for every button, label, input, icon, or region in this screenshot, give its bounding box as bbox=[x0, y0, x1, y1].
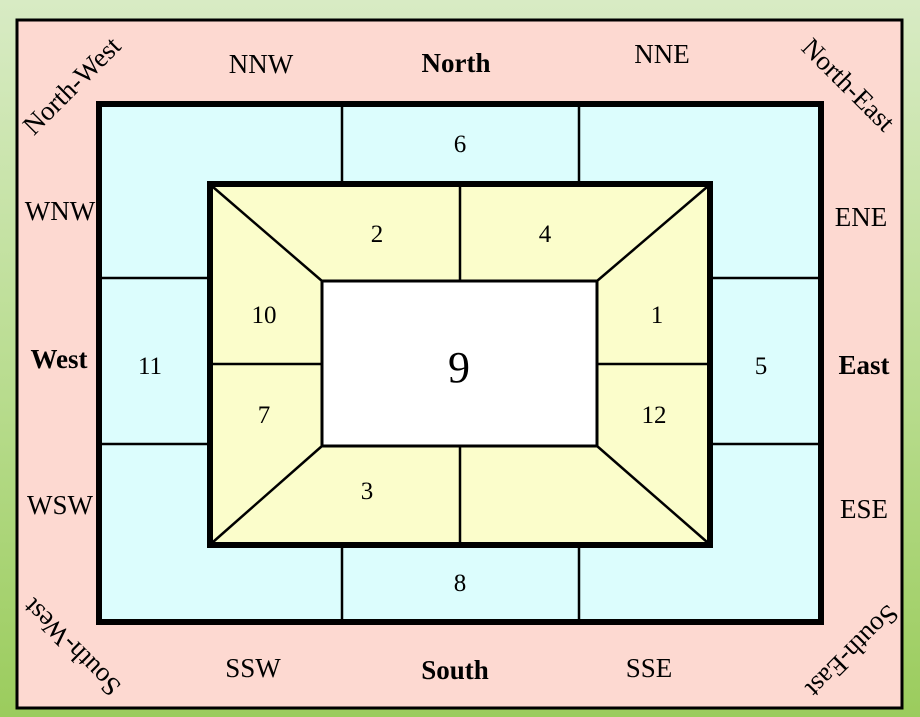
label-wsw: WSW bbox=[27, 490, 94, 520]
cell-top-middle: 6 bbox=[454, 131, 467, 158]
cell-bottom-middle: 8 bbox=[454, 570, 467, 597]
cell-inner-top-left: 2 bbox=[371, 221, 384, 248]
label-wnw: WNW bbox=[25, 196, 96, 226]
label-ene: ENE bbox=[835, 202, 887, 232]
inner-ring-dividers bbox=[212, 186, 708, 543]
center-box bbox=[320, 279, 599, 448]
cell-inner-left-bottom: 7 bbox=[258, 402, 271, 429]
cell-right-middle: 5 bbox=[755, 353, 768, 380]
cell-left-middle: 11 bbox=[138, 353, 162, 380]
label-north: North bbox=[422, 48, 491, 78]
cell-inner-right-bottom: 12 bbox=[642, 402, 667, 429]
cell-inner-bottom-left: 3 bbox=[361, 478, 374, 505]
label-sse: SSE bbox=[626, 653, 673, 683]
cell-center: 9 bbox=[448, 343, 470, 392]
middle-ring-dividers bbox=[99, 104, 821, 622]
cell-inner-right-top: 1 bbox=[651, 302, 664, 329]
cell-inner-top-right: 4 bbox=[539, 221, 552, 248]
label-south: South bbox=[421, 655, 489, 685]
cell-inner-left-top: 10 bbox=[252, 302, 277, 329]
label-nne: NNE bbox=[634, 39, 690, 69]
label-east: East bbox=[838, 350, 889, 380]
label-ssw: SSW bbox=[225, 653, 281, 683]
label-ese: ESE bbox=[840, 494, 888, 524]
label-west: West bbox=[31, 344, 88, 374]
label-nnw: NNW bbox=[229, 49, 294, 79]
